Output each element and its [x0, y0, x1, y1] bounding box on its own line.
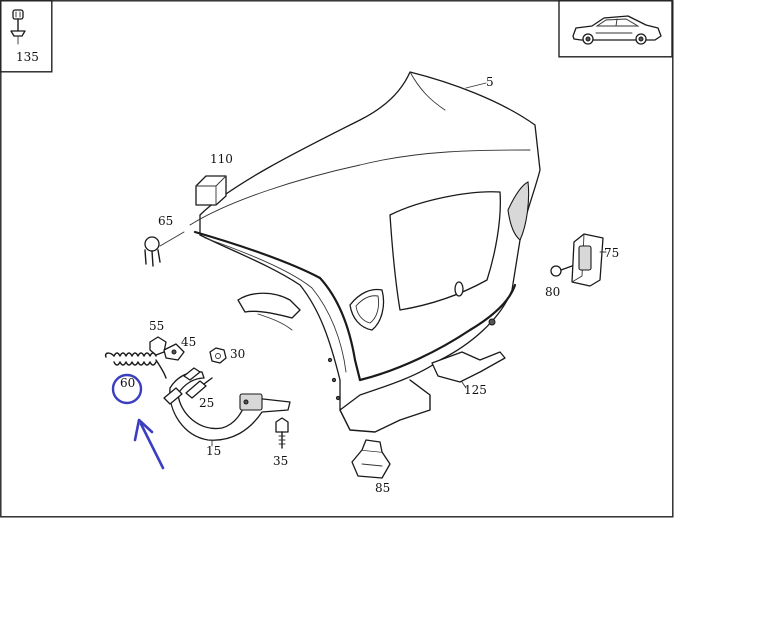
label-5: 5 — [486, 75, 494, 89]
label-75: 75 — [604, 246, 619, 260]
part-80-screw[interactable]: 80 — [545, 265, 573, 299]
inset-frame — [0, 0, 53, 73]
label-135: 135 — [16, 50, 39, 64]
diagram-frame — [0, 0, 674, 518]
annotation — [111, 373, 165, 470]
label-60: 60 — [120, 376, 135, 390]
arrow-head-icon — [133, 418, 154, 442]
label-35: 35 — [273, 454, 288, 468]
label-125: 125 — [464, 383, 487, 397]
emblem-icon — [454, 281, 464, 297]
label-110: 110 — [210, 152, 233, 166]
label-65: 65 — [158, 214, 173, 228]
label-85: 85 — [375, 481, 390, 495]
part-55[interactable]: 55 — [149, 319, 167, 356]
car-icon — [572, 15, 662, 45]
part-35-bolt[interactable]: 35 — [273, 417, 289, 468]
part-65-clip[interactable]: 65 — [144, 214, 185, 267]
label-45: 45 — [181, 335, 196, 349]
label-30: 30 — [230, 347, 245, 361]
vehicle-inset — [558, 0, 673, 58]
part-110-block[interactable]: 110 — [195, 152, 233, 206]
screw-icon — [10, 9, 26, 45]
annotation-arrow — [139, 422, 165, 470]
part-60-spring[interactable]: 60 — [104, 352, 167, 390]
inset-part-135[interactable]: 135 — [0, 0, 53, 73]
label-55: 55 — [149, 319, 164, 333]
part-125-bracket[interactable]: 125 — [431, 351, 506, 397]
part-85-bracket[interactable]: 85 — [351, 439, 391, 495]
part-15-hinge[interactable]: 15 — [163, 367, 291, 458]
part-75-switch[interactable]: 75 — [571, 233, 619, 287]
label-80: 80 — [545, 285, 560, 299]
part-25-bolt[interactable]: 25 — [185, 377, 214, 410]
label-25: 25 — [199, 396, 214, 410]
label-15: 15 — [206, 444, 221, 458]
annotation-circle — [111, 373, 143, 405]
trunk-lid[interactable]: 5 — [189, 71, 541, 433]
part-30-nut[interactable]: 30 — [209, 347, 245, 364]
part-45[interactable]: 45 — [163, 335, 196, 361]
inner-panel — [237, 292, 301, 331]
